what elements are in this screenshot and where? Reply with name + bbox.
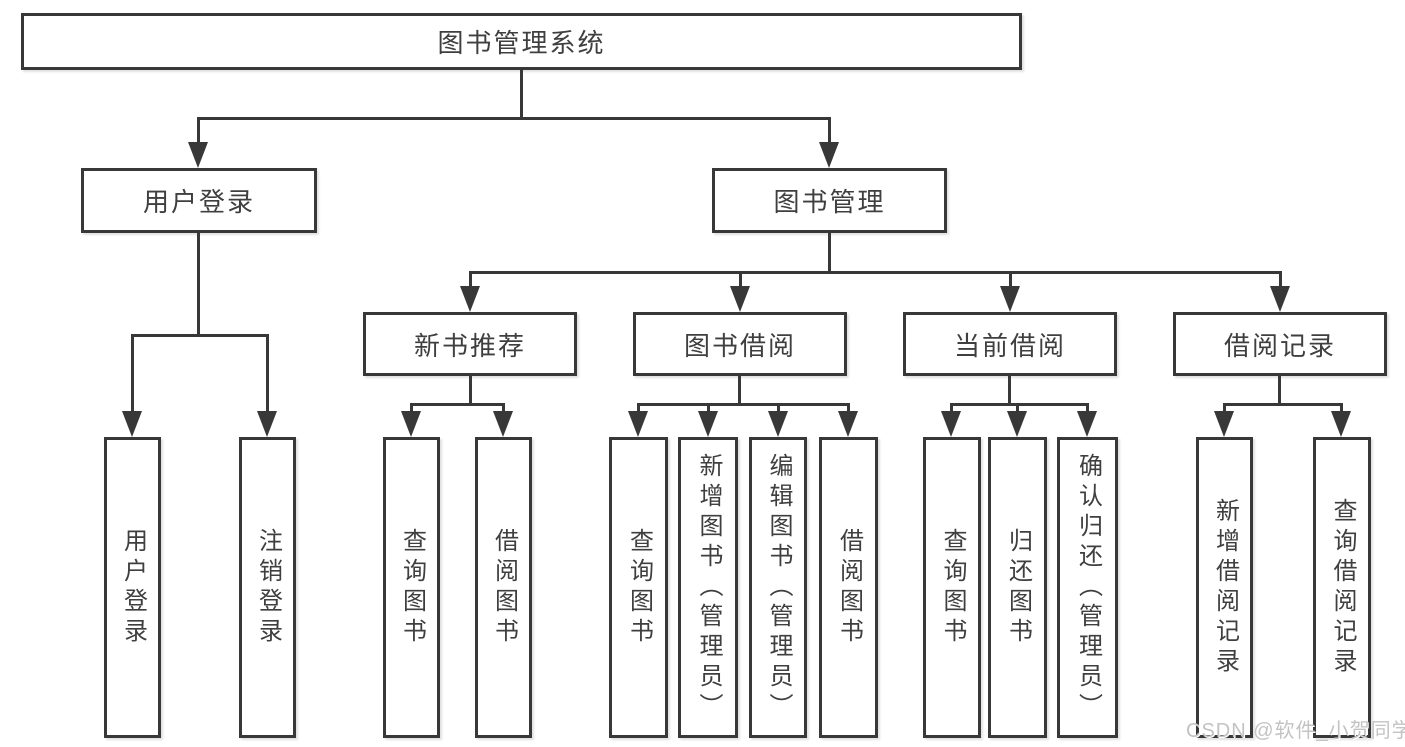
leaf-borrow-books-2-label: 借阅图书 bbox=[835, 527, 863, 648]
conn-current-borrow-bar bbox=[950, 403, 1088, 406]
conn-drop-leaf-user-login bbox=[131, 334, 134, 414]
arrow-current-borrow bbox=[1000, 286, 1020, 312]
conn-book-mgmt-stem bbox=[828, 232, 831, 274]
leaf-query-books-1: 查询图书 bbox=[383, 437, 440, 738]
node-book-management-label: 图书管理 bbox=[773, 187, 886, 217]
node-borrow-records: 借阅记录 bbox=[1173, 312, 1387, 376]
conn-drop-query-books-2 bbox=[637, 403, 640, 414]
arrow-book-borrow bbox=[730, 286, 750, 312]
leaf-add-book-admin-label: 新增图书（管理员） bbox=[695, 452, 722, 723]
node-book-borrow: 图书借阅 bbox=[633, 312, 847, 376]
conn-drop-new-book bbox=[469, 271, 472, 288]
conn-drop-book-mgmt bbox=[828, 117, 831, 145]
arrow-user-login bbox=[188, 142, 208, 168]
leaf-query-borrow-record: 查询借阅记录 bbox=[1313, 437, 1371, 738]
leaf-return-book-label: 归还图书 bbox=[1004, 527, 1032, 648]
conn-drop-borrow-books-1 bbox=[502, 403, 505, 414]
arrow-leaf-logout bbox=[257, 411, 277, 437]
node-current-borrow-label: 当前借阅 bbox=[953, 330, 1066, 361]
leaf-user-login-label: 用户登录 bbox=[119, 527, 147, 648]
node-current-borrow: 当前借阅 bbox=[903, 312, 1117, 376]
arrow-borrow-books-1 bbox=[493, 411, 513, 437]
conn-drop-confirm-return bbox=[1086, 403, 1089, 414]
conn-drop-add-record bbox=[1223, 403, 1226, 414]
arrow-return-book bbox=[1007, 411, 1027, 437]
leaf-query-books-3: 查询图书 bbox=[923, 437, 981, 738]
leaf-edit-book-admin: 编辑图书（管理员） bbox=[749, 437, 807, 738]
conn-book-borrow-bar bbox=[637, 403, 849, 406]
leaf-confirm-return-admin-label: 确认归还（管理员） bbox=[1074, 452, 1102, 723]
arrow-add-record bbox=[1214, 411, 1234, 437]
conn-drop-edit-book bbox=[777, 403, 780, 414]
node-root-label: 图书管理系统 bbox=[437, 28, 606, 58]
conn-user-login-bar bbox=[131, 334, 269, 337]
arrow-borrow-books-2 bbox=[838, 411, 858, 437]
conn-drop-query-record bbox=[1340, 403, 1343, 414]
watermark: CSDN @软件_小贺同学 bbox=[1186, 720, 1405, 742]
arrow-add-book bbox=[698, 411, 718, 437]
node-book-borrow-label: 图书借阅 bbox=[683, 330, 796, 361]
node-root: 图书管理系统 bbox=[21, 13, 1022, 70]
leaf-logout: 注销登录 bbox=[239, 437, 296, 738]
arrow-borrow-records bbox=[1270, 286, 1290, 312]
conn-root-stem bbox=[520, 70, 523, 118]
node-user-login-label: 用户登录 bbox=[142, 187, 255, 217]
leaf-edit-book-admin-label: 编辑图书（管理员） bbox=[765, 452, 792, 723]
leaf-return-book: 归还图书 bbox=[988, 437, 1047, 738]
leaf-confirm-return-admin: 确认归还（管理员） bbox=[1057, 437, 1118, 738]
arrow-leaf-user-login bbox=[122, 411, 142, 437]
conn-drop-borrow-records bbox=[1279, 271, 1282, 288]
conn-borrow-records-stem bbox=[1278, 375, 1281, 406]
conn-drop-book-borrow bbox=[739, 271, 742, 288]
arrow-book-mgmt bbox=[819, 142, 839, 168]
conn-user-login-stem bbox=[197, 232, 200, 336]
node-new-book-recommend-label: 新书推荐 bbox=[413, 330, 526, 361]
arrow-confirm-return bbox=[1077, 411, 1097, 437]
conn-level2-bar bbox=[197, 117, 831, 120]
leaf-add-borrow-record: 新增借阅记录 bbox=[1196, 437, 1253, 738]
arrow-query-books-1 bbox=[401, 411, 421, 437]
leaf-query-books-3-label: 查询图书 bbox=[939, 527, 966, 648]
leaf-query-books-1-label: 查询图书 bbox=[398, 527, 426, 648]
leaf-add-book-admin: 新增图书（管理员） bbox=[678, 437, 738, 738]
node-book-management: 图书管理 bbox=[712, 168, 947, 233]
conn-borrow-records-bar bbox=[1223, 403, 1343, 406]
conn-book-borrow-stem bbox=[738, 375, 741, 406]
conn-current-borrow-stem bbox=[1008, 375, 1011, 406]
node-user-login: 用户登录 bbox=[81, 168, 317, 233]
leaf-user-login: 用户登录 bbox=[104, 437, 161, 738]
leaf-query-books-2: 查询图书 bbox=[609, 437, 668, 738]
node-borrow-records-label: 借阅记录 bbox=[1223, 330, 1336, 361]
conn-drop-add-book bbox=[707, 403, 710, 414]
arrow-query-record bbox=[1331, 411, 1351, 437]
arrow-new-book bbox=[460, 286, 480, 312]
conn-drop-return-book bbox=[1016, 403, 1019, 414]
leaf-query-books-2-label: 查询图书 bbox=[625, 527, 653, 648]
leaf-add-borrow-record-label: 新增借阅记录 bbox=[1211, 497, 1239, 678]
leaf-borrow-books-1: 借阅图书 bbox=[475, 437, 532, 738]
conn-drop-user-login bbox=[197, 117, 200, 145]
conn-drop-query-books-3 bbox=[950, 403, 953, 414]
conn-drop-leaf-logout bbox=[266, 334, 269, 414]
arrow-edit-book bbox=[768, 411, 788, 437]
conn-level3-bar bbox=[469, 271, 1282, 274]
leaf-borrow-books-1-label: 借阅图书 bbox=[490, 527, 518, 648]
arrow-query-books-2 bbox=[628, 411, 648, 437]
conn-drop-current-borrow bbox=[1009, 271, 1012, 288]
arrow-query-books-3 bbox=[941, 411, 961, 437]
leaf-borrow-books-2: 借阅图书 bbox=[819, 437, 878, 738]
node-new-book-recommend: 新书推荐 bbox=[363, 312, 577, 376]
conn-new-book-stem bbox=[469, 375, 472, 406]
conn-new-book-bar bbox=[410, 403, 505, 406]
conn-drop-borrow-books-2 bbox=[847, 403, 850, 414]
leaf-logout-label: 注销登录 bbox=[254, 527, 282, 648]
conn-drop-query-books-1 bbox=[410, 403, 413, 414]
leaf-query-borrow-record-label: 查询借阅记录 bbox=[1329, 497, 1356, 678]
